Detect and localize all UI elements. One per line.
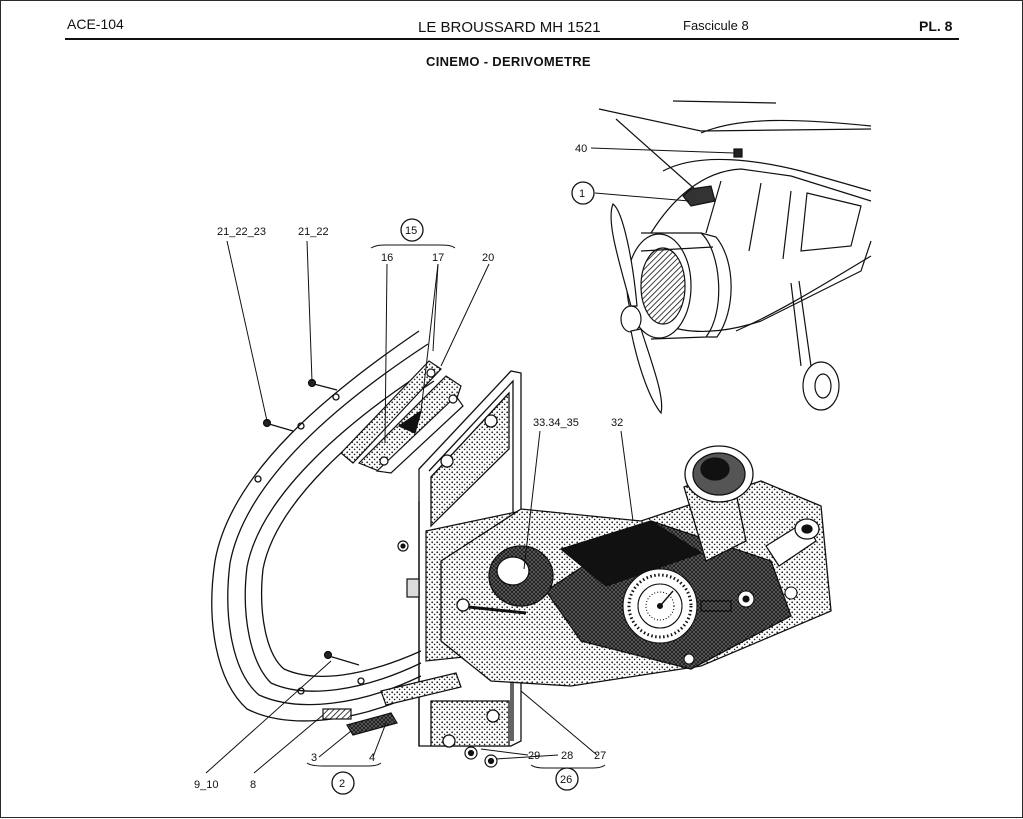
callout-17: 17: [432, 252, 444, 264]
callout-21-22-23: 21_22_23: [217, 226, 266, 238]
callout-8: 8: [250, 779, 256, 791]
callout-4: 4: [369, 752, 375, 764]
bottom-bolts: [464, 746, 498, 768]
circled-callouts: [331, 181, 595, 795]
callout-2: 2: [339, 778, 345, 790]
callout-40: 40: [575, 143, 587, 155]
callout-9-10: 9_10: [194, 779, 218, 791]
fascicule-label: Fascicule 8: [683, 18, 749, 33]
callout-27: 27: [594, 750, 606, 762]
plate-title: CINEMO - DERIVOMETRE: [426, 54, 591, 69]
rail-screws: [262, 378, 360, 666]
compass-dial: [622, 568, 698, 644]
plate-number: PL. 8: [919, 18, 953, 34]
drift-meter-body: CINEMO: [440, 445, 832, 687]
callout-20: 20: [482, 252, 494, 264]
callout-26: 26: [560, 774, 572, 786]
callout-33-34-35: 33.34_35: [533, 417, 579, 429]
clamp-block: [340, 360, 464, 474]
callout-32: 32: [611, 417, 623, 429]
adjustment-knobs: [683, 586, 798, 665]
callout-28: 28: [561, 750, 573, 762]
callout-1: 1: [579, 188, 585, 200]
aircraft-illustration: [598, 100, 872, 415]
mounting-rail: [211, 330, 435, 722]
aircraft-title: LE BROUSSARD MH 1521: [418, 19, 601, 36]
leader-lines: [205, 240, 634, 774]
callout-21-22: 21_22: [298, 226, 329, 238]
header-rule: [65, 38, 959, 40]
callout-29: 29: [528, 750, 540, 762]
support-frame: [418, 370, 522, 748]
callout-16: 16: [381, 252, 393, 264]
callout-3: 3: [311, 752, 317, 764]
callout-15: 15: [405, 225, 417, 237]
callout-lines-aircraft: [590, 147, 735, 202]
doc-reference: ACE-104: [67, 16, 124, 32]
